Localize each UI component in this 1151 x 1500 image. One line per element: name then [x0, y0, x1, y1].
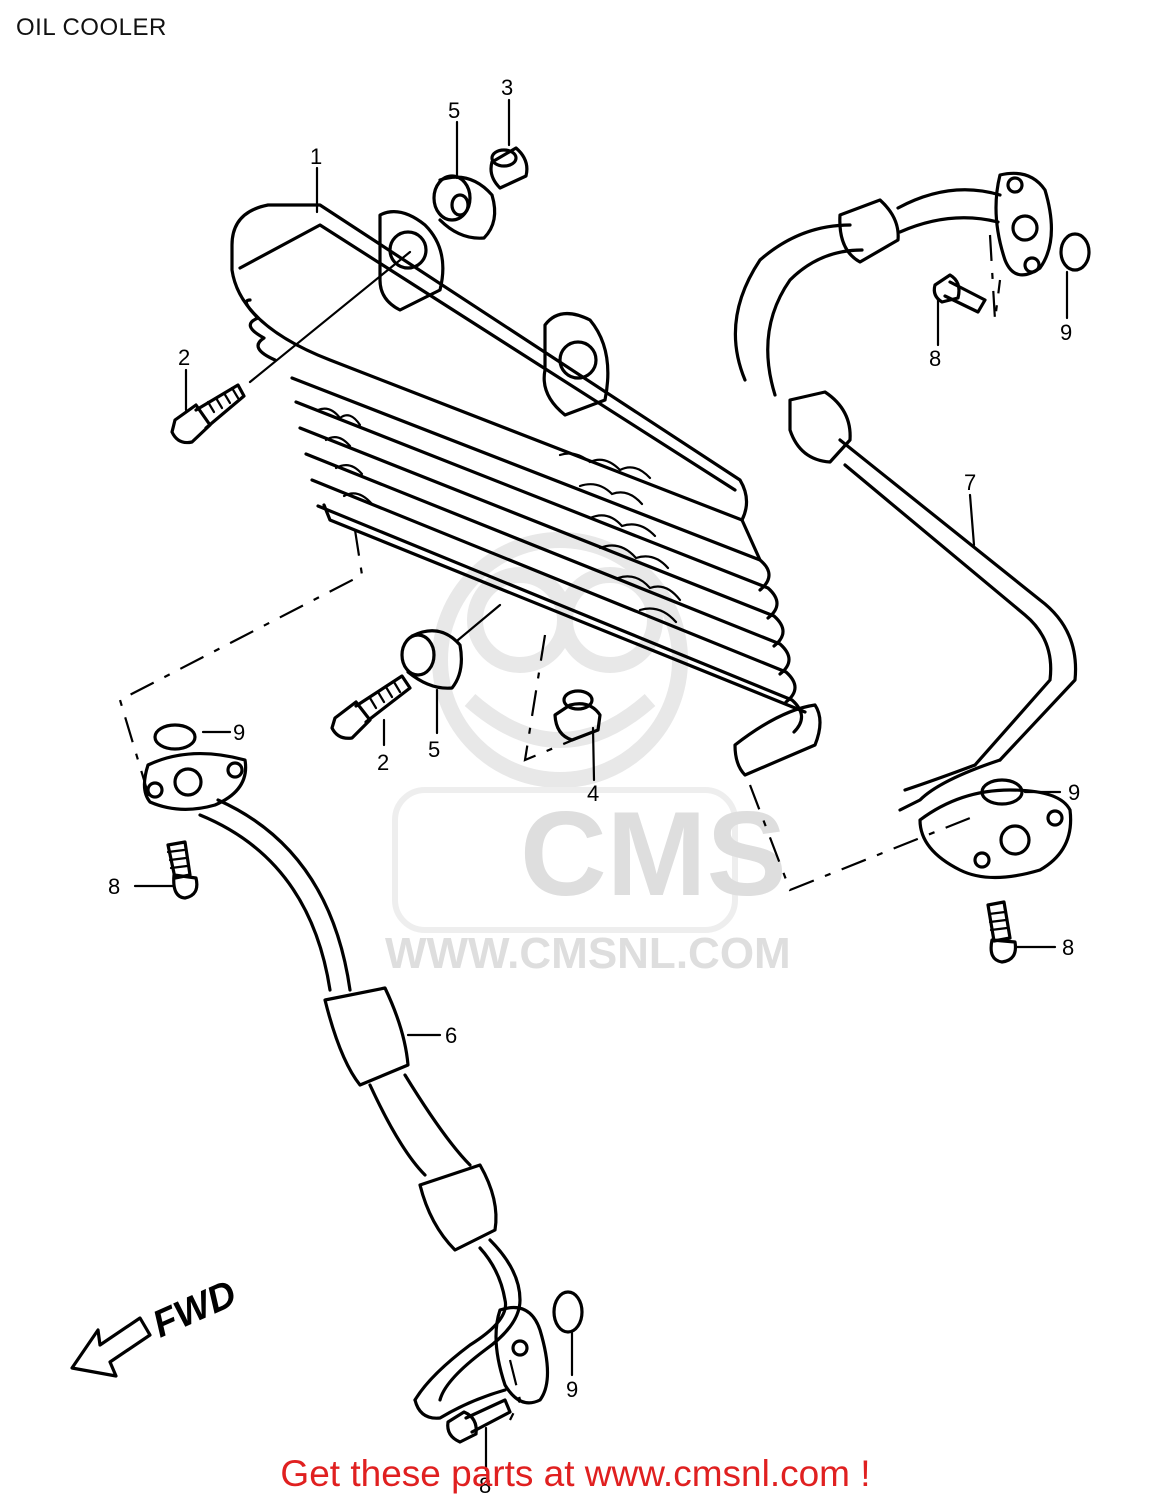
- callout-4: 4: [587, 781, 599, 806]
- fwd-indicator: FWD: [70, 1273, 243, 1378]
- bolt-mid: [330, 674, 412, 740]
- o-ring-top-right: [1059, 232, 1091, 272]
- grommet-top: [432, 174, 497, 240]
- callout-8-bottom: 8: [479, 1473, 491, 1498]
- callout-1: 1: [310, 144, 322, 169]
- bolt-top: [170, 383, 246, 445]
- grommet-mid: [400, 629, 463, 690]
- bolt-8-top-right: [932, 273, 987, 314]
- promo-text: Get these parts at www.cmsnl.com !: [280, 1453, 871, 1494]
- callout-5-mid: 5: [428, 737, 440, 762]
- bolt-8-left: [166, 840, 199, 900]
- bolt-8-bottom: [446, 1398, 512, 1444]
- oil-pipe-7: [733, 171, 1078, 880]
- fwd-label: FWD: [147, 1273, 243, 1347]
- watermark: CMS WWW.CMSNL.COM: [385, 532, 791, 978]
- callout-8-right: 8: [1062, 935, 1074, 960]
- callout-8-left: 8: [108, 874, 120, 899]
- leader-lines: [133, 98, 1069, 1472]
- callout-9-left: 9: [233, 720, 245, 745]
- callout-2-top: 2: [178, 345, 190, 370]
- callout-2-mid: 2: [377, 750, 389, 775]
- o-ring-right: [980, 778, 1024, 806]
- bolt-8-right: [986, 900, 1018, 964]
- callout-9-right: 9: [1068, 780, 1080, 805]
- oil-pipe-6: [142, 751, 550, 1420]
- callout-9-bottom: 9: [566, 1377, 578, 1402]
- fwd-arrow-icon: [70, 1316, 152, 1378]
- collar: [489, 146, 529, 190]
- watermark-logo: CMS: [520, 787, 787, 921]
- o-ring-left: [153, 723, 197, 751]
- o-ring-bottom: [552, 1290, 584, 1334]
- stud: [553, 689, 602, 742]
- callout-9-top-right: 9: [1060, 320, 1072, 345]
- callout-6: 6: [445, 1023, 457, 1048]
- callout-7: 7: [964, 470, 976, 495]
- callout-8-top-right: 8: [929, 346, 941, 371]
- callout-3: 3: [501, 75, 513, 100]
- oil-cooler-body: [230, 203, 822, 777]
- callout-5-top: 5: [448, 98, 460, 123]
- watermark-url: WWW.CMSNL.COM: [385, 929, 791, 978]
- page-title: OIL COOLER: [16, 14, 167, 41]
